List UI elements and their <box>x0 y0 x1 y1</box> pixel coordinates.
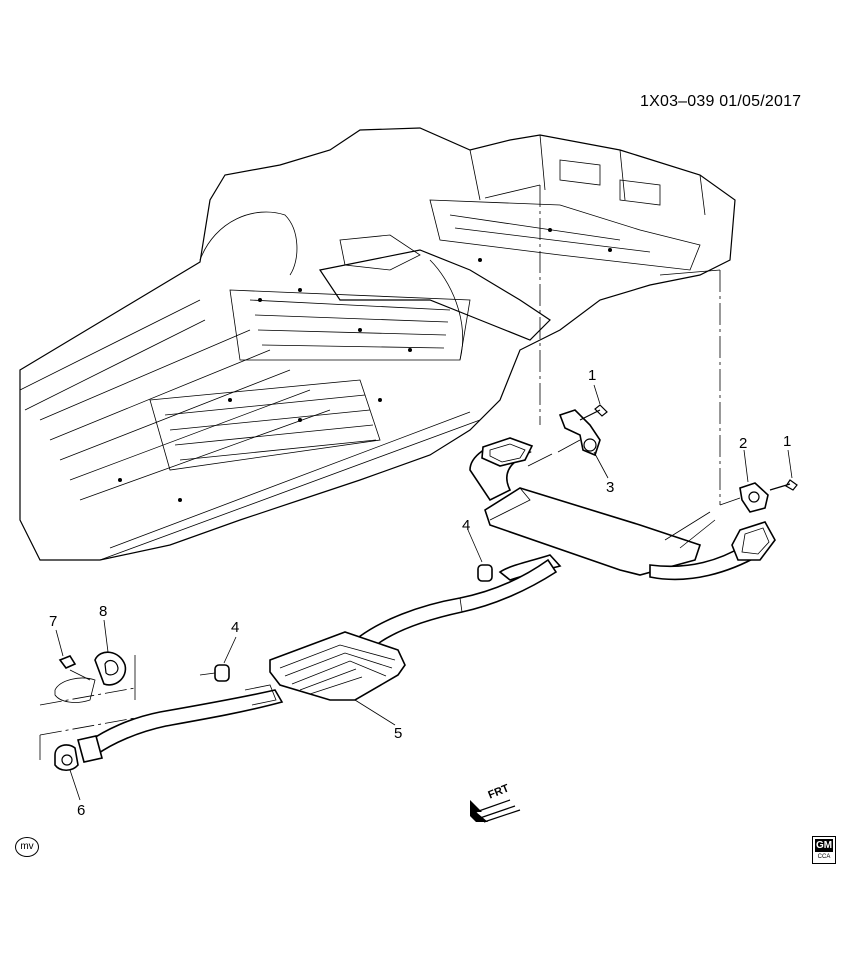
mv-badge: mv <box>15 837 39 857</box>
front-pipe <box>77 684 284 763</box>
alignment-leaders <box>39 184 721 760</box>
rear-muffler-assembly <box>469 437 776 581</box>
callout-1b: 1 <box>783 433 792 450</box>
intermediate-pipe <box>353 558 558 652</box>
gm-logo-text: GM <box>815 839 833 852</box>
resonator <box>269 631 406 701</box>
callout-6: 6 <box>77 802 86 819</box>
callout-4a: 4 <box>462 517 471 534</box>
callout-1a: 1 <box>588 367 597 384</box>
callout-4b: 4 <box>231 619 240 636</box>
clamp <box>54 744 79 772</box>
callout-leaders <box>55 384 793 801</box>
callout-2: 2 <box>739 435 748 452</box>
callout-8: 8 <box>99 603 108 620</box>
nut-and-gasket <box>54 651 127 703</box>
callout-5: 5 <box>394 725 403 742</box>
front-arrow-icon <box>470 799 521 823</box>
gm-logo-subtext: CCA <box>817 854 831 860</box>
callout-7: 7 <box>49 613 58 630</box>
vehicle-underbody <box>19 127 736 561</box>
hanger-brackets <box>199 404 798 682</box>
diagram-code: 1X03–039 01/05/2017 <box>640 93 802 110</box>
gm-logo-icon: GM CCA <box>812 836 836 864</box>
callout-3: 3 <box>606 479 615 496</box>
